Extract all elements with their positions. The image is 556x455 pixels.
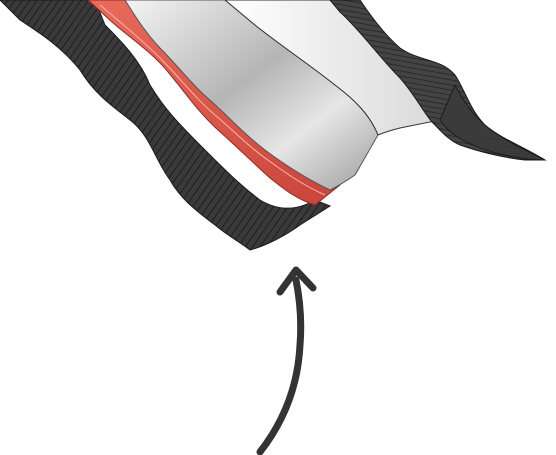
outer-layer-right-tip [439,83,546,161]
curved-arrow-icon [256,266,317,455]
red-layer-seam [99,4,326,196]
outer-layer-right [329,0,547,161]
outer-layer-left [0,0,332,251]
